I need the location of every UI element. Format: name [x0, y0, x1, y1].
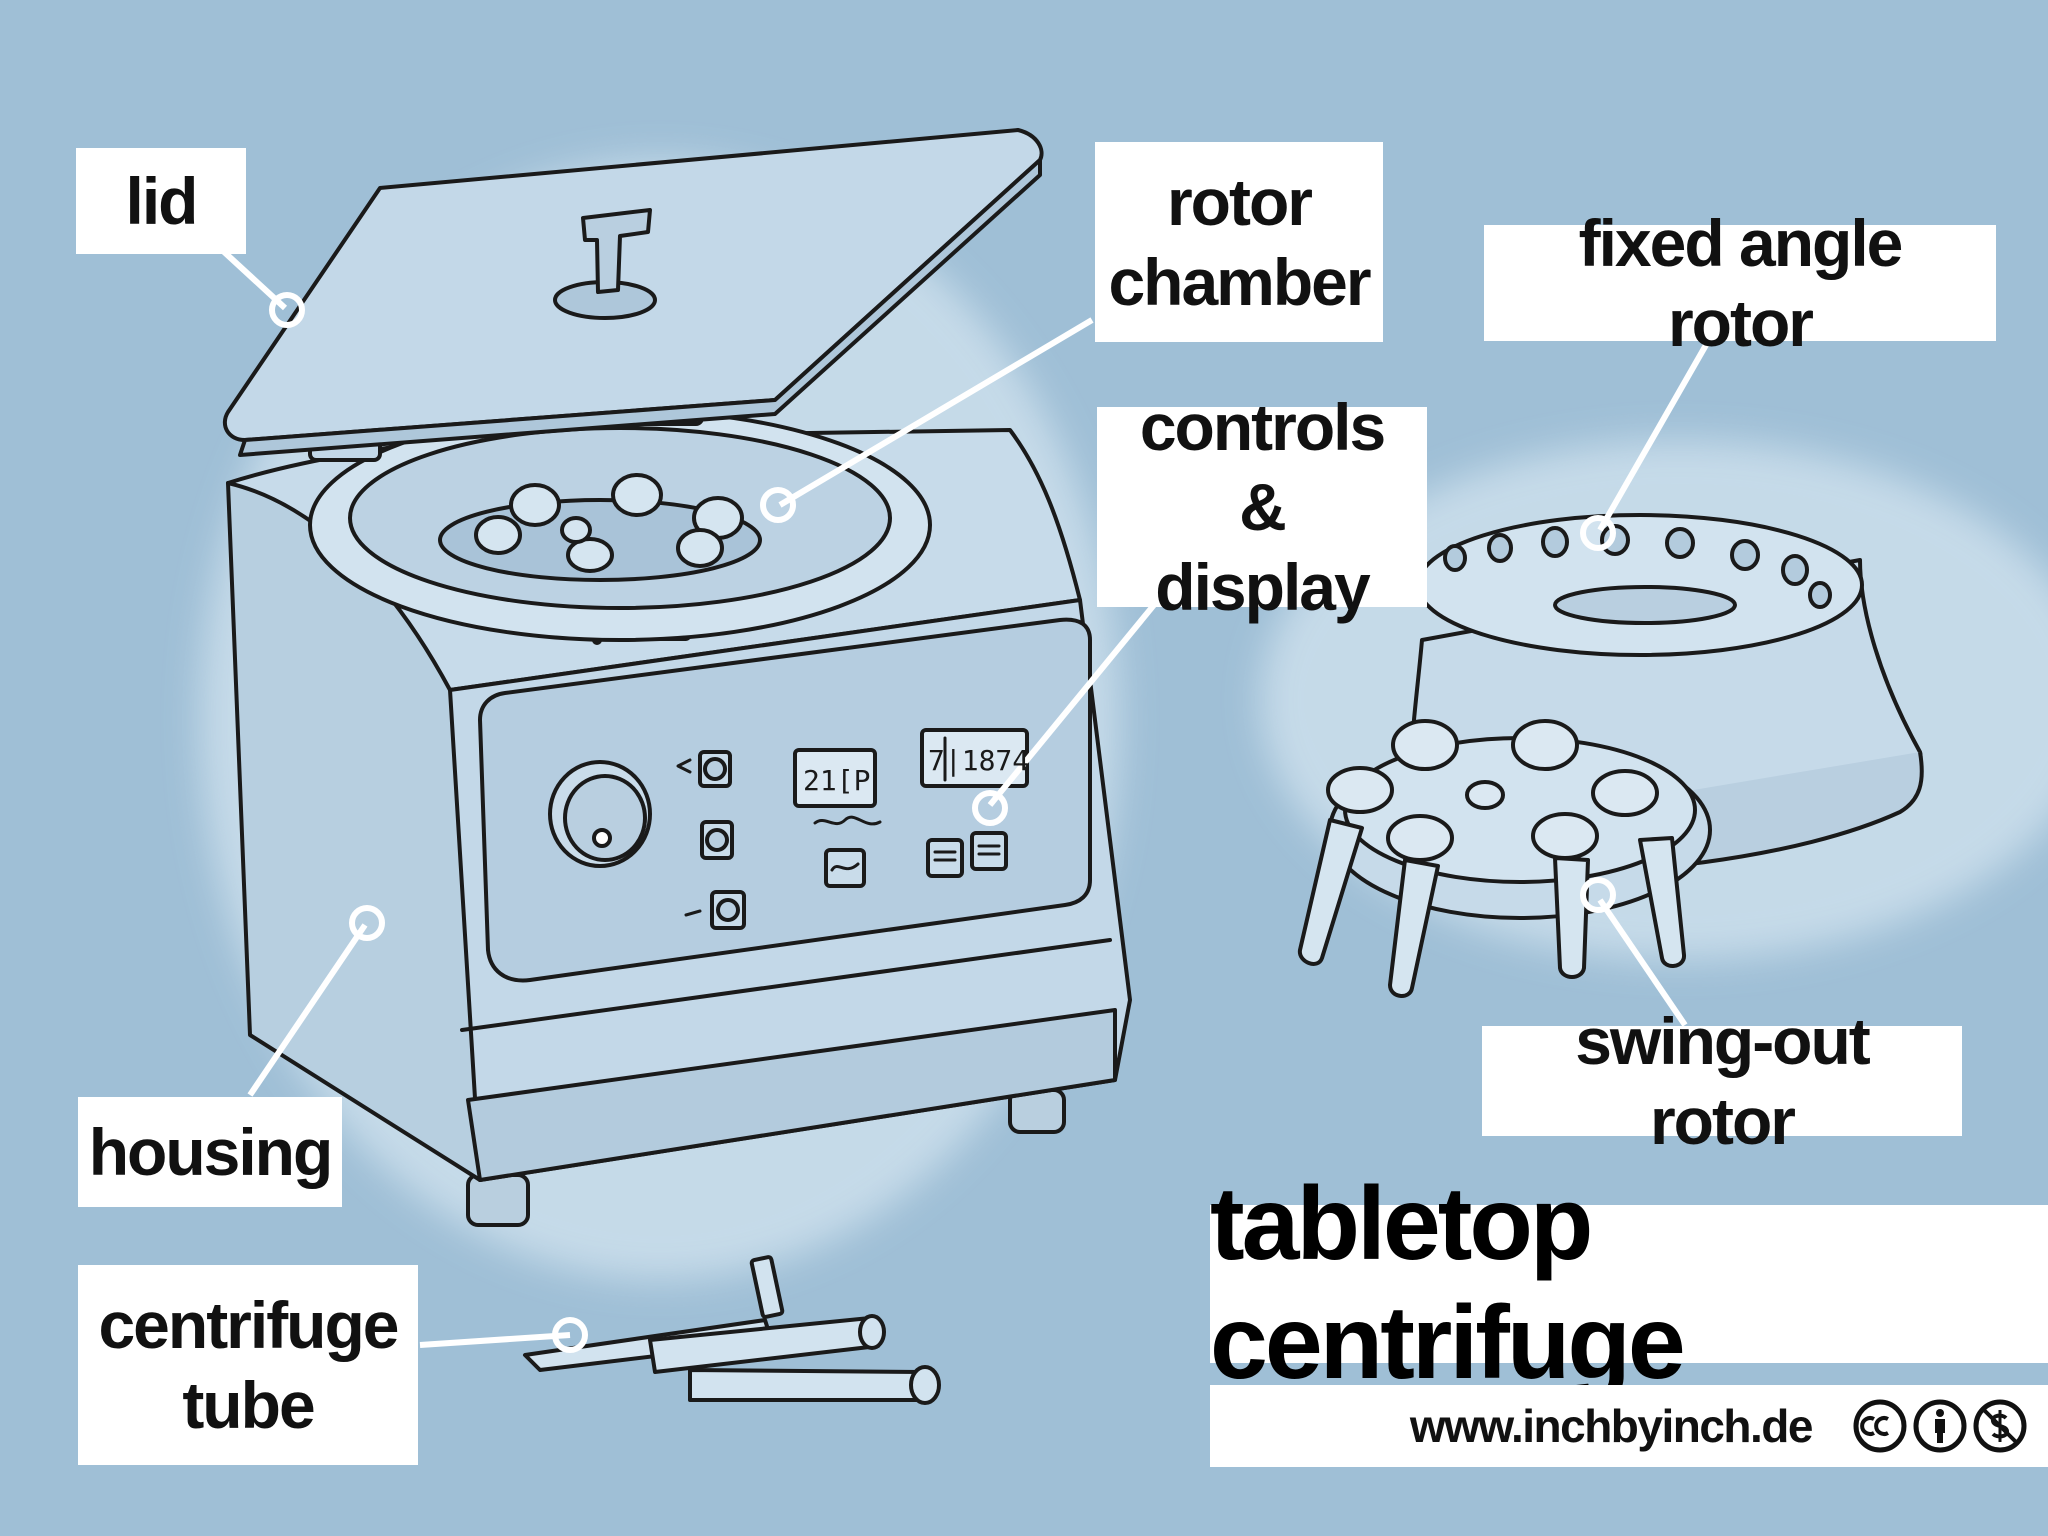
display-right-readout: 7|1874 — [928, 744, 1029, 777]
nc-icon — [1973, 1399, 2027, 1453]
label-fixed-angle-rotor: fixed angle rotor — [1484, 206, 1996, 360]
website-link[interactable]: www.inchbyinch.de — [1409, 1400, 1814, 1452]
leader-lines — [219, 247, 1713, 1348]
by-icon — [1913, 1399, 1967, 1453]
page-title: tabletop centrifuge — [1210, 1166, 2048, 1401]
label-controls-display: controls & display — [1097, 390, 1427, 624]
label-rotor-chamber-line1: rotor — [1167, 165, 1313, 239]
label-controls-display-line1: controls & — [1139, 390, 1386, 544]
label-swing-out-rotor: swing-out rotor — [1482, 1004, 1962, 1158]
license-badges — [1852, 1398, 2028, 1454]
label-swing-out-rotor-text: swing-out rotor — [1575, 1004, 1871, 1158]
loose-tubes — [523, 1255, 941, 1405]
callout-dots — [269, 292, 1616, 1353]
footer-bar: www.inchbyinch.de — [1210, 1385, 2048, 1467]
label-housing-text: housing — [88, 1115, 334, 1189]
label-centrifuge-tube-line1: centrifuge — [98, 1288, 399, 1362]
label-controls-display-line2: display — [1155, 550, 1370, 624]
label-lid: lid — [76, 148, 246, 254]
swing-out-rotor — [1297, 719, 1712, 998]
centrifuge-body — [222, 128, 1132, 1227]
label-fixed-angle-rotor-text: fixed angle rotor — [1578, 206, 1904, 360]
label-rotor-chamber: rotor chamber — [1095, 142, 1383, 342]
label-housing: housing — [78, 1097, 342, 1207]
label-lid-text: lid — [125, 164, 199, 238]
label-rotor-chamber-line2: chamber — [1108, 245, 1371, 319]
label-centrifuge-tube-line2: tube — [182, 1368, 315, 1442]
label-centrifuge-tube: centrifuge tube — [78, 1265, 418, 1465]
cc-icon — [1853, 1399, 1907, 1453]
display-left-readout: 21[P — [803, 764, 870, 797]
